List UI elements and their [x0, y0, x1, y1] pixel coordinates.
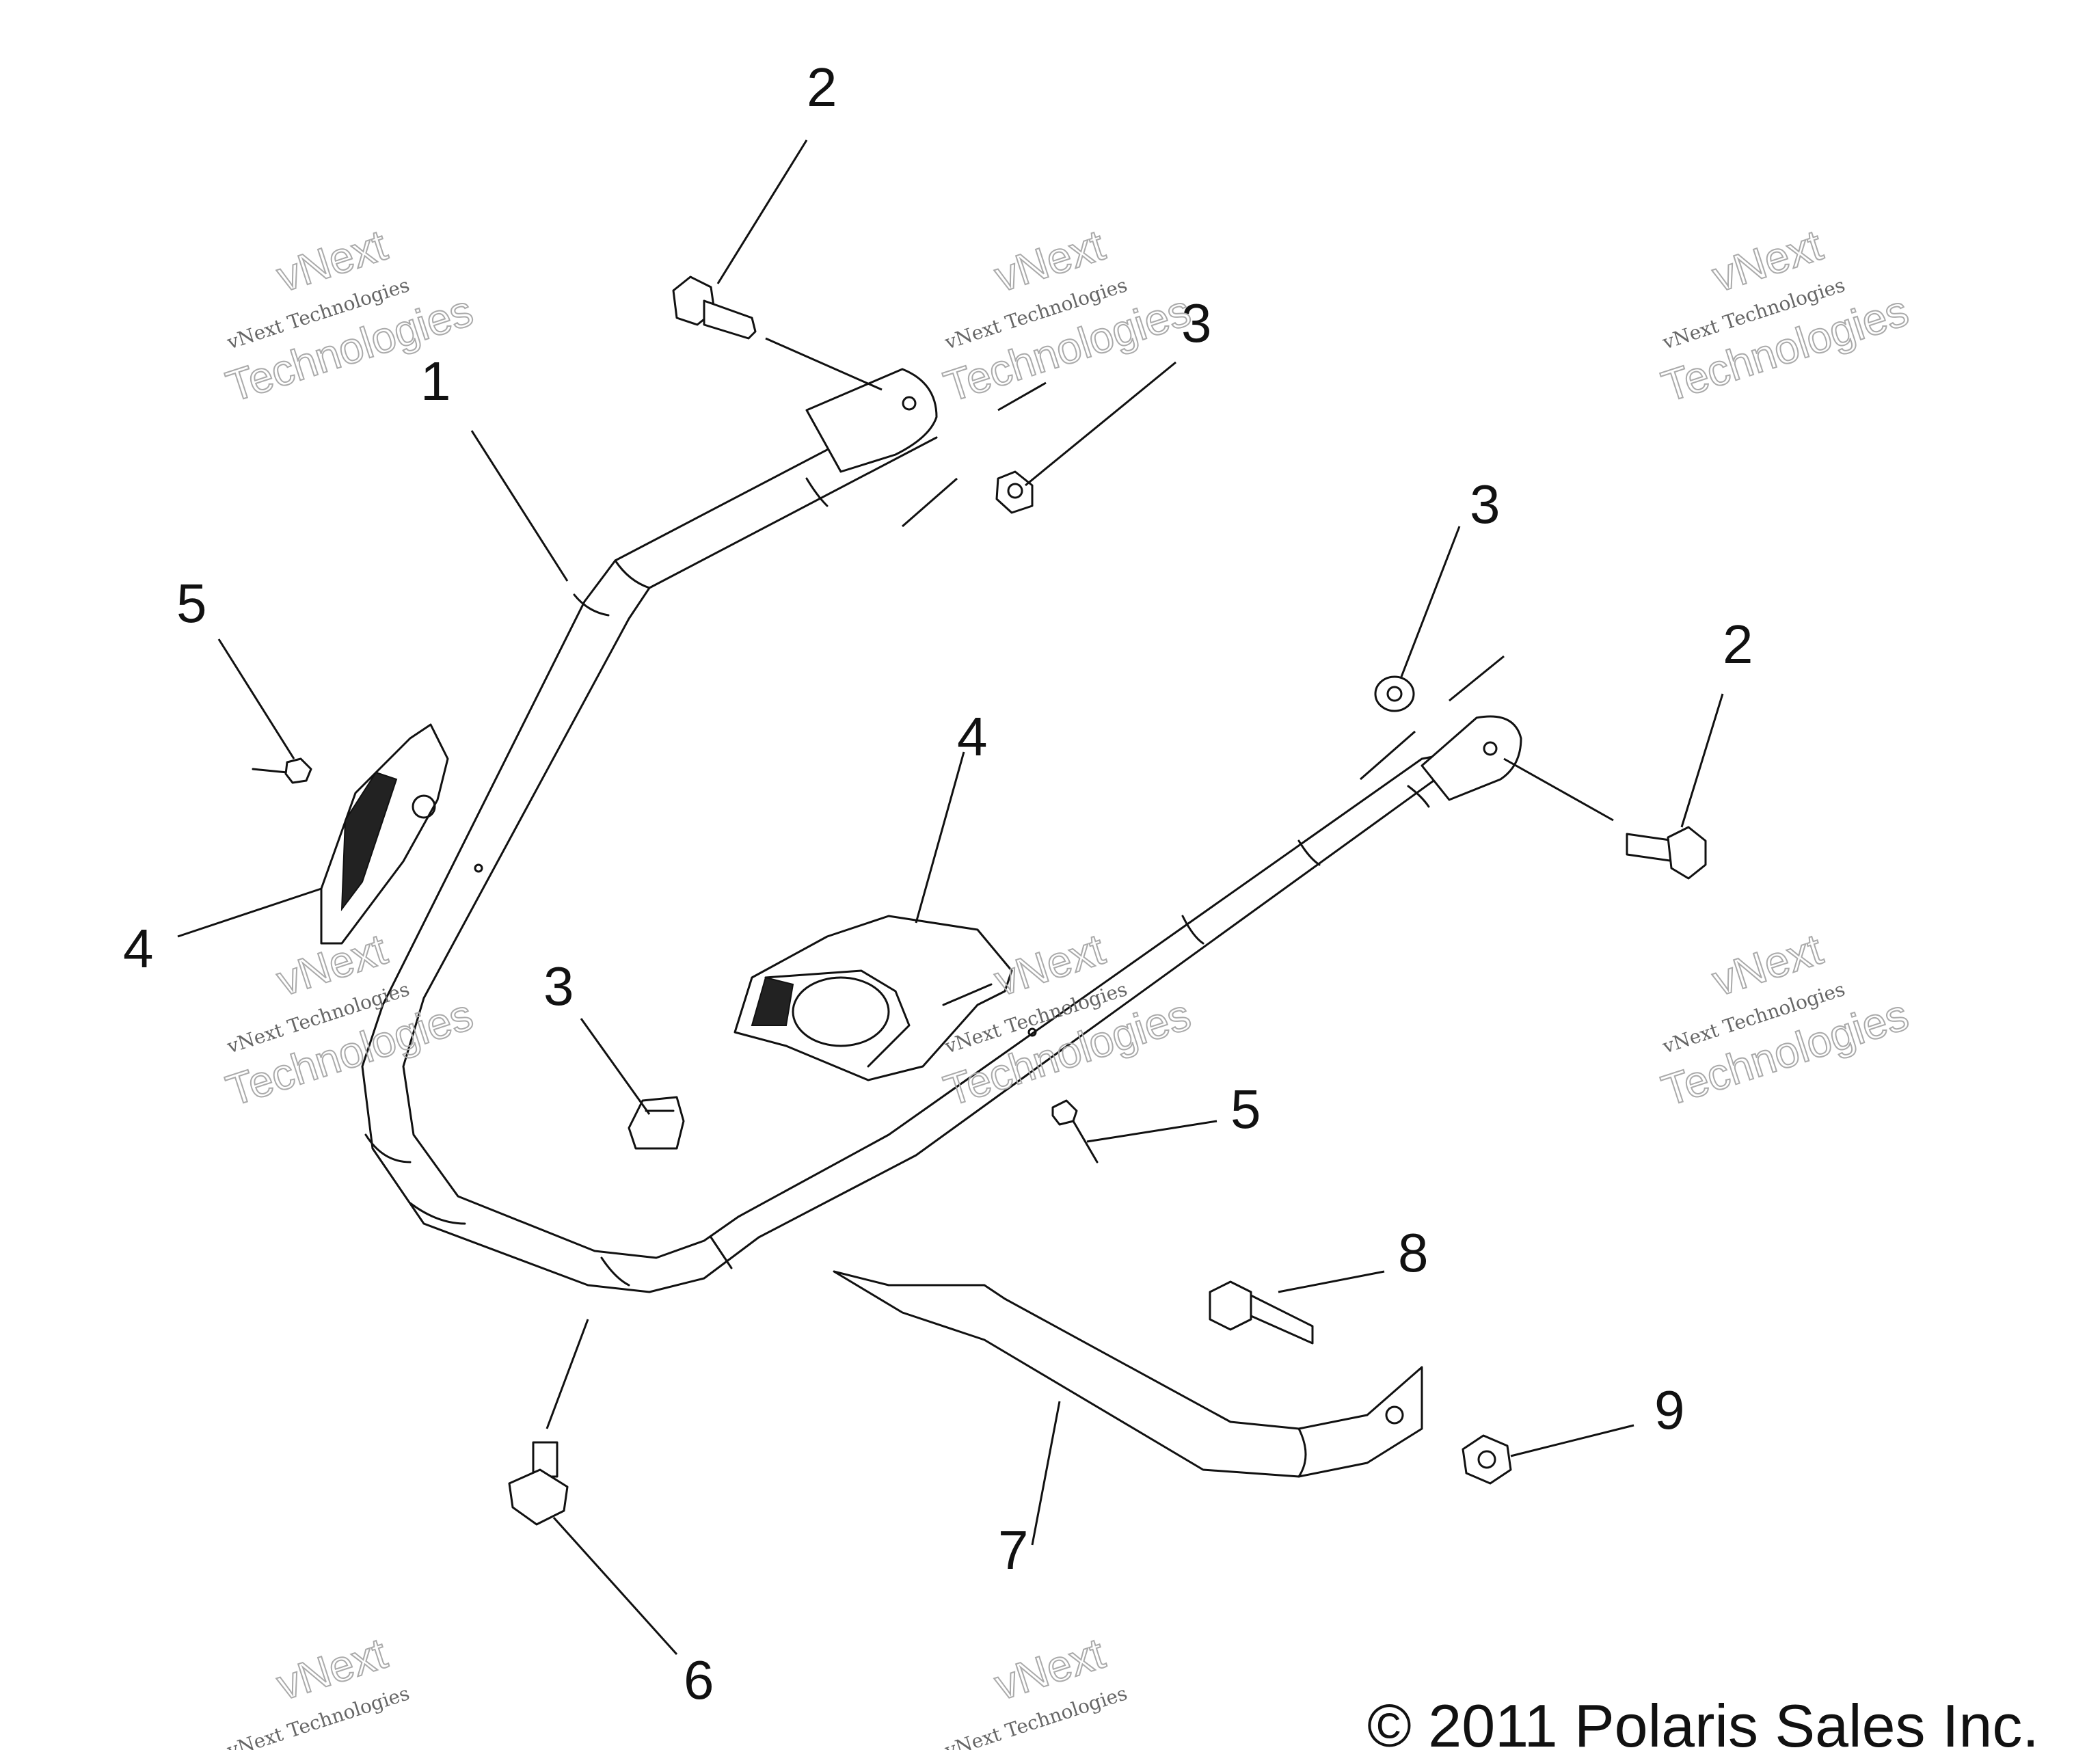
watermark-mid-right: vNext vNext Technologies Technologies [1655, 924, 1915, 1116]
copyright-notice: © 2011 Polaris Sales Inc. [1367, 1692, 2039, 1750]
clip-nut [628, 1096, 685, 1150]
callout-5-right: 5 [1230, 1079, 1261, 1140]
watermarks: vNext vNext Technologies Technologies vN… [219, 219, 1915, 1750]
alignment-lines [546, 337, 1614, 1429]
callout-1: 1 [420, 351, 451, 412]
bolt-top-left [672, 275, 757, 340]
lower-tube [833, 1270, 1423, 1478]
nut-top [995, 470, 1034, 514]
leader-lines [177, 139, 1724, 1656]
watermark-bottom-center: vNext vNext Technologies [941, 1628, 1130, 1750]
small-screw-left [252, 757, 312, 784]
center-bracket [733, 915, 1013, 1081]
small-screw-right [1051, 1099, 1099, 1163]
washer-right [1374, 675, 1415, 712]
callout-7: 7 [998, 1520, 1029, 1580]
callout-6: 6 [684, 1650, 714, 1710]
left-bracket [320, 723, 449, 945]
callout-3-top: 3 [1181, 293, 1212, 353]
callout-4-center: 4 [957, 706, 988, 767]
watermark-bottom-left: vNext vNext Technologies [224, 1628, 412, 1750]
bolt-8 [1209, 1280, 1314, 1345]
callout-9: 9 [1654, 1379, 1685, 1440]
callout-2-top: 2 [807, 57, 837, 118]
callout-5-left: 5 [176, 573, 207, 634]
callout-4-left: 4 [123, 918, 154, 979]
nut-9 [1462, 1434, 1512, 1485]
bolt-bottom [508, 1441, 569, 1526]
bolt-right [1626, 826, 1707, 880]
main-bumper-tube [361, 368, 1522, 1293]
callout-3-center: 3 [543, 956, 574, 1017]
watermark-top-right: vNext vNext Technologies Technologies [1655, 219, 1915, 412]
callout-2-right: 2 [1723, 614, 1753, 675]
callout-3-right: 3 [1470, 474, 1500, 535]
callout-8: 8 [1398, 1222, 1429, 1283]
callouts: 1 2 3 3 2 5 4 4 3 5 8 9 7 6 [123, 57, 1753, 1710]
